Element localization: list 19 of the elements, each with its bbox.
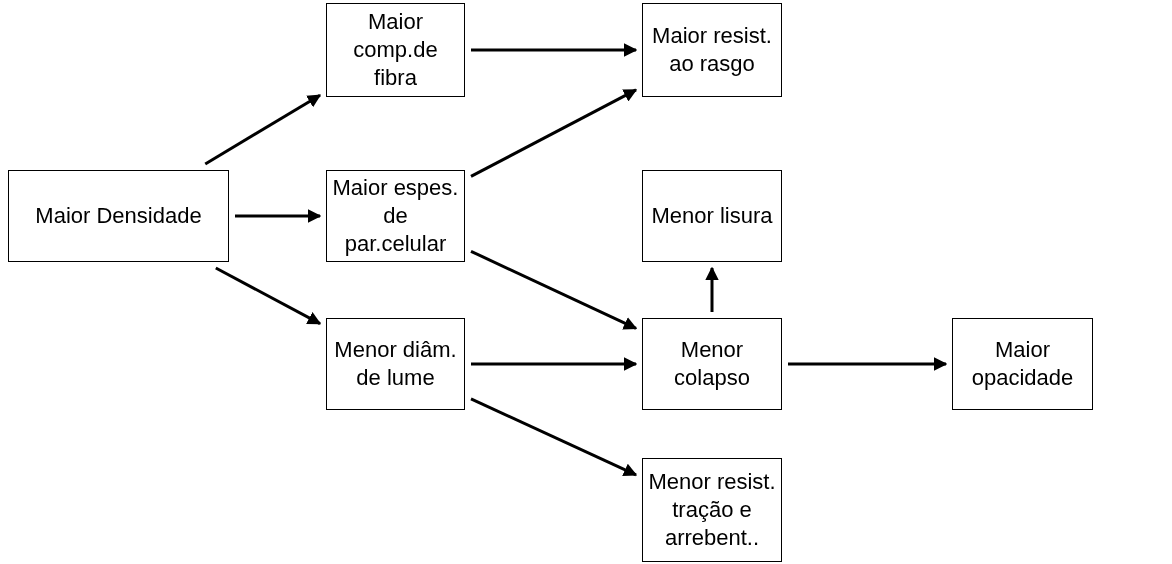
process-box: Maior resist. ao rasgo: [642, 3, 782, 97]
process-box: Maior comp.de fibra: [326, 3, 465, 97]
process-box: Menor diâm. de lume: [326, 318, 465, 410]
arrow: [470, 397, 638, 477]
arrow: [215, 266, 322, 325]
arrow: [705, 266, 719, 312]
arrow: [204, 93, 322, 166]
process-box: Maior Densidade: [8, 170, 229, 262]
process-box: Maior espes. de par.celular: [326, 170, 465, 262]
arrow: [471, 357, 638, 371]
arrow: [788, 357, 948, 371]
process-box: Menor resist. tração e arrebent..: [642, 458, 782, 562]
arrow: [470, 88, 638, 178]
arrow: [470, 249, 638, 330]
arrow: [471, 43, 638, 57]
arrow: [235, 209, 322, 223]
process-box: Menor lisura: [642, 170, 782, 262]
process-box: Menor colapso: [642, 318, 782, 410]
process-box: Maior opacidade: [952, 318, 1093, 410]
